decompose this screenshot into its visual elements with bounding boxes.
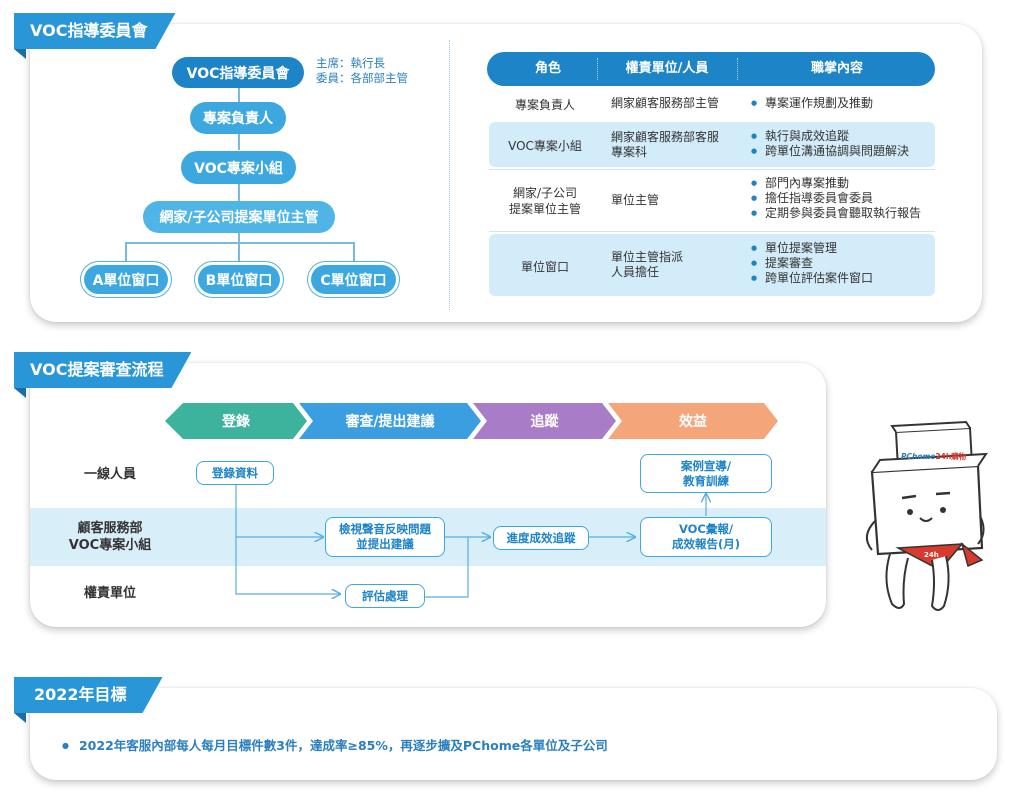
org-node-owner: 專案負責人	[190, 102, 286, 134]
header-role: 角色	[534, 61, 561, 76]
row-label-frontline: 一線人員	[83, 467, 136, 482]
org-node-window-c: C單位窗口	[311, 265, 396, 294]
row-unit: 網家顧客服務部主管	[611, 96, 720, 110]
goal-card	[30, 688, 997, 780]
flow-box-register: 登錄資料	[196, 461, 274, 485]
header-separator	[737, 58, 738, 80]
row-divider	[489, 231, 935, 232]
stage-track: 追蹤	[473, 403, 616, 439]
row-unit: 單位主管指派人員擔任	[611, 250, 684, 279]
row-unit: 單位主管	[611, 193, 660, 207]
org-connector	[125, 242, 127, 262]
row-role: 單位窗口	[520, 260, 569, 274]
row-unit: 網家顧客服務部客服專案科	[611, 130, 720, 159]
org-connector	[238, 233, 240, 242]
row-role: 專案負責人	[514, 98, 575, 112]
mascot-scarf-label: 24h	[924, 551, 939, 559]
row-role: 網家/子公司提案單位主管	[508, 186, 581, 216]
roles-table-header: 角色 權責單位/人員 職掌內容	[487, 52, 935, 86]
committee-tab-fold	[14, 49, 26, 59]
stage-benefit: 效益	[608, 403, 778, 439]
stage-review: 審查/提出建議	[299, 403, 481, 439]
org-node-committee: VOC指導委員會	[172, 57, 304, 88]
stage-register: 登錄	[165, 403, 307, 439]
flow-box-track: 進度成效追蹤	[493, 526, 589, 550]
header-unit: 權責單位/人員	[625, 61, 709, 76]
row-label-authority: 權責單位	[83, 586, 136, 601]
committee-tab-title: VOC指導委員會	[14, 13, 175, 49]
flow-tab-fold	[14, 388, 26, 398]
row-duties: 部門內專案推動擔任指導委員會委員定期參與委員會聽取執行報告	[751, 176, 941, 221]
note-members: 委員：各部部主管	[316, 71, 408, 85]
goal-tab-fold	[14, 713, 26, 723]
box-mascot-icon	[865, 420, 988, 611]
note-chair: 主席：執行長	[316, 56, 385, 70]
org-node-window-b: B單位窗口	[198, 265, 280, 294]
goal-text: 2022年客服內部每人每月目標件數3件，達成率≥85%，再逐步擴及PChome各…	[62, 735, 608, 754]
org-node-window-a: A單位窗口	[84, 265, 168, 294]
row-duties: 單位提案管理提案審查跨單位評估案件窗口	[751, 241, 941, 286]
org-connector	[353, 242, 355, 262]
org-node-team: VOC專案小組	[181, 151, 296, 184]
header-duties: 職掌內容	[810, 61, 863, 76]
org-connector	[238, 88, 240, 102]
mascot-brand-label: PChome24h購物	[901, 452, 967, 461]
goal-tab-title: 2022年目標	[14, 677, 163, 713]
flow-box-report: VOC彙報/成效報告(月)	[640, 517, 772, 557]
row-duties: 執行與成效追蹤跨單位溝通協調與問題解決	[751, 129, 941, 159]
org-connector	[238, 184, 240, 201]
flow-box-evaluate: 評估處理	[345, 584, 425, 608]
header-separator	[597, 58, 598, 80]
committee-note: 主席：執行長 委員：各部部主管	[316, 56, 408, 86]
table-row: 網家/子公司提案單位主管 單位主管 部門內專案推動擔任指導委員會委員定期參與委員…	[489, 172, 935, 229]
row-divider	[489, 169, 935, 170]
org-connector	[238, 242, 240, 262]
org-connector	[125, 242, 354, 244]
org-node-supervisor: 網家/子公司提案單位主管	[143, 201, 335, 233]
org-connector	[238, 134, 240, 150]
flow-box-promote: 案例宣導/教育訓練	[640, 454, 772, 493]
row-role: VOC專案小組	[508, 139, 582, 153]
row-duties: 專案運作規劃及推動	[751, 96, 941, 111]
section-divider	[449, 40, 450, 310]
flow-box-review: 檢視聲音反映問題並提出建議	[325, 517, 445, 557]
flow-tab-title: VOC提案審查流程	[14, 352, 191, 388]
table-row: 專案負責人 網家顧客服務部主管 專案運作規劃及推動	[489, 90, 935, 118]
